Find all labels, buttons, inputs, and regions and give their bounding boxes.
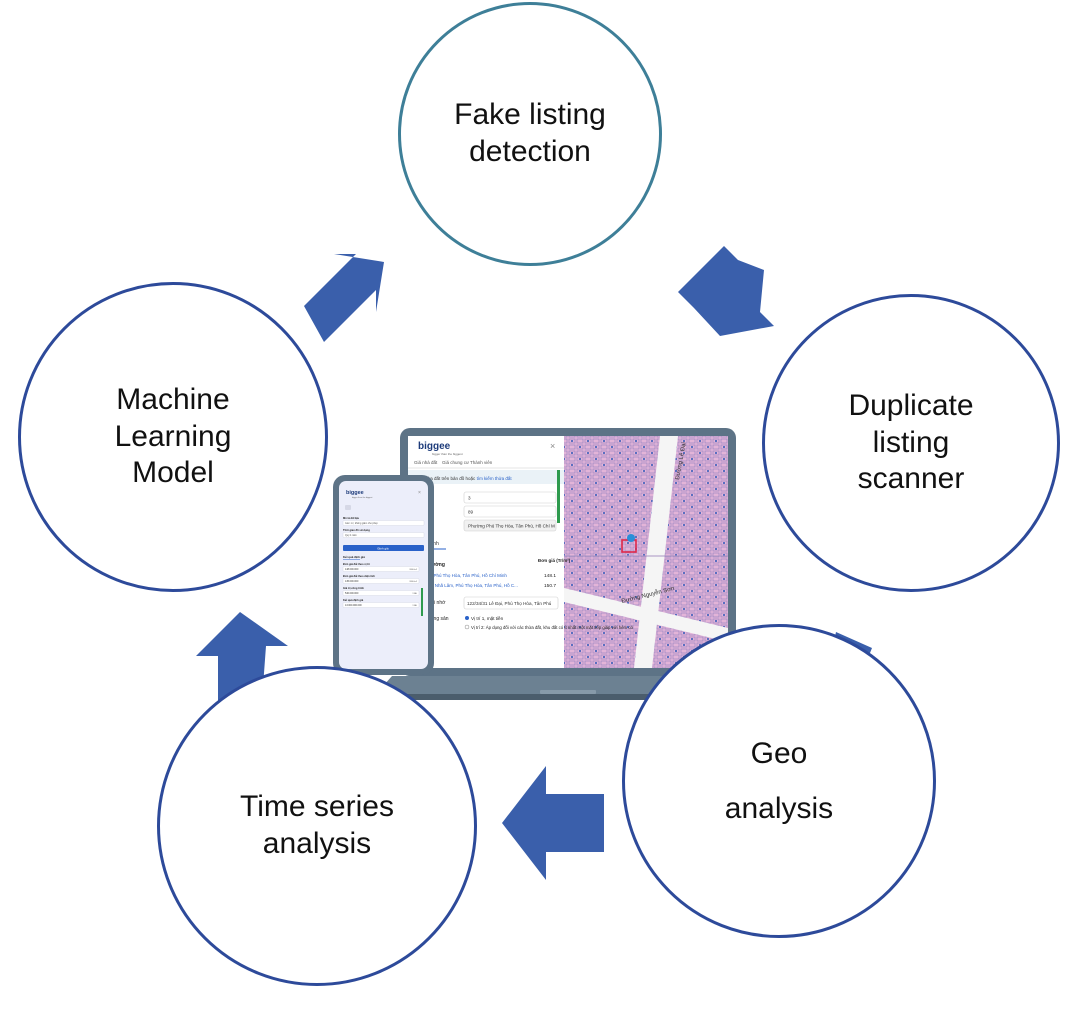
arrow-ml-to-fake	[304, 254, 384, 342]
laptop-asset-label: động sản	[428, 616, 449, 622]
phone-result-label: Đơn giá đất theo diện tích	[343, 574, 375, 578]
node-label-line: Geo	[750, 736, 808, 770]
phone-close-icon: ×	[418, 490, 421, 496]
node-duplicate-listing-scanner: Duplicate listing scanner	[762, 294, 1060, 592]
map-pin-icon	[627, 534, 635, 542]
phone-result-unit: VNĐ/m²	[409, 568, 417, 571]
laptop-field-value: Phường Phú Thọ Hòa, Tân Phú, Hồ Chí M	[468, 524, 555, 529]
laptop-row-name[interactable]: uân Nhã Lâm, Phú Thọ Hòa, Tân Phú, Hồ C.…	[426, 583, 518, 588]
phone-brand-logo: biggee	[346, 490, 364, 496]
node-label: Fake listing detection	[454, 97, 606, 170]
node-label: Duplicate listing scanner	[848, 388, 973, 498]
phone-field-value: Giá / m², không giảm cho phép	[345, 522, 378, 525]
arrow-geo-to-time	[502, 766, 604, 880]
laptop-row-value: 148.1	[544, 573, 556, 579]
laptop-unit-header: Đơn giá (Tr/m²)	[538, 558, 571, 563]
node-label-line: Learning	[114, 419, 232, 453]
phone-result-box	[342, 578, 420, 584]
node-label-line: scanner	[857, 462, 965, 496]
phone-result-label: Kết quả định giá	[343, 598, 364, 602]
node-label-line: Time series	[240, 790, 394, 824]
laptop-table-header: Đường	[428, 562, 445, 568]
node-label-line: detection	[469, 135, 591, 168]
laptop-tab[interactable]: Giá nhà đất	[414, 460, 438, 465]
phone-result-unit: VNĐ	[412, 605, 417, 607]
laptop-option-1: Vị trí 1, mặt tiền	[471, 616, 504, 621]
phone-brand-tagline: bigger than the biggest	[352, 496, 373, 499]
laptop-hint: n vị trí thửa đất trên bản đồ hoặc tìm k…	[410, 475, 512, 481]
laptop-side-panel: biggee bigger than the biggest × Giá nhà…	[408, 441, 633, 630]
phone-field-value: Quý 4 năm	[345, 534, 357, 537]
laptop-address-value: 122/34/31 Lê Đại, Phú Thọ Hòa, Tân Phú	[467, 601, 552, 606]
node-label-line: Fake listing	[454, 98, 606, 132]
node-time-series-analysis: Time series analysis	[157, 666, 477, 986]
node-machine-learning-model: Machine Learning Model	[18, 282, 328, 592]
node-label: Time series analysis	[240, 789, 394, 862]
laptop-field[interactable]	[463, 505, 557, 518]
laptop-tab[interactable]: Thành viên	[470, 460, 493, 465]
phone-illustration: biggee bigger than the biggest × Mô tả d…	[333, 475, 434, 675]
map-street-horizontal	[564, 588, 728, 642]
phone-field-label: Mô tả dữ liệu	[343, 516, 360, 520]
laptop-row-value: 150.7	[544, 583, 556, 589]
node-label-line: analysis	[262, 827, 372, 860]
phone-result-box	[342, 590, 420, 596]
laptop-field-value: 3	[468, 496, 471, 501]
phone-screen	[339, 481, 428, 669]
phone-field-label: Thời gian đồ sử dụng	[343, 528, 370, 532]
close-icon: ×	[550, 441, 555, 451]
node-geo-analysis: Geo analysis	[622, 624, 936, 938]
node-label-line: analysis	[724, 792, 834, 825]
node-label-line: Machine	[116, 383, 230, 417]
arrow-fake-to-dup	[678, 246, 774, 336]
phone-result-unit: VNĐ/m²	[409, 580, 417, 583]
phone-result-label: Đơn giá đất theo vị trí	[343, 562, 370, 566]
laptop-row-name[interactable]: oa, Phú Thọ Hòa, Tân Phú, Hồ Chí Minh	[426, 573, 507, 578]
phone-result-value: 148.000.000	[345, 568, 359, 571]
phone-result-value: 145.000.000	[345, 580, 359, 583]
phone-result-title: Kết quả định giá	[343, 555, 365, 559]
laptop-hint-link[interactable]: tìm kiếm thửa đất	[477, 475, 513, 481]
laptop-field-value: 89	[468, 510, 474, 515]
phone-result-box	[342, 566, 420, 572]
phone-field[interactable]	[342, 532, 425, 538]
laptop-tab[interactable]: Giá chung cư	[442, 460, 469, 465]
laptop-brand-logo: biggee	[418, 441, 451, 452]
node-label-line: Duplicate	[848, 389, 974, 423]
phone-result-box	[342, 602, 420, 608]
laptop-table-rows: oa, Phú Thọ Hòa, Tân Phú, Hồ Chí Minh 148…	[426, 573, 556, 589]
laptop-brand-tagline: bigger than the biggest	[432, 452, 463, 456]
phone-result-value: 540.000.000	[345, 592, 359, 595]
laptop-field[interactable]	[463, 491, 557, 504]
laptop-address-label: gợi nhớ	[428, 600, 446, 606]
phone-submit-label: Định giá	[377, 547, 388, 551]
phone-submit-button	[343, 545, 424, 551]
node-fake-listing-detection: Fake listing detection	[398, 2, 662, 266]
node-label-line: Model	[132, 456, 214, 490]
phone-result-value: 13.000.000.000	[345, 604, 362, 607]
phone-field[interactable]	[342, 520, 425, 526]
node-label-line: listing	[872, 425, 950, 459]
node-label: Geo analysis	[725, 726, 833, 837]
arrow-time-to-ml	[196, 612, 288, 705]
laptop-field[interactable]	[463, 519, 557, 532]
laptop-option-2: Vị trí 2: Áp dụng đối với các thửa đất, …	[471, 625, 633, 630]
phone-result-unit: VNĐ	[412, 593, 417, 595]
laptop-illustration: Đường Nguyễn Sơn Đường Lê Đại biggee big…	[376, 428, 760, 700]
phone-result-label: Giá trị công trình	[343, 586, 364, 590]
node-label: Machine Learning Model	[115, 382, 232, 492]
